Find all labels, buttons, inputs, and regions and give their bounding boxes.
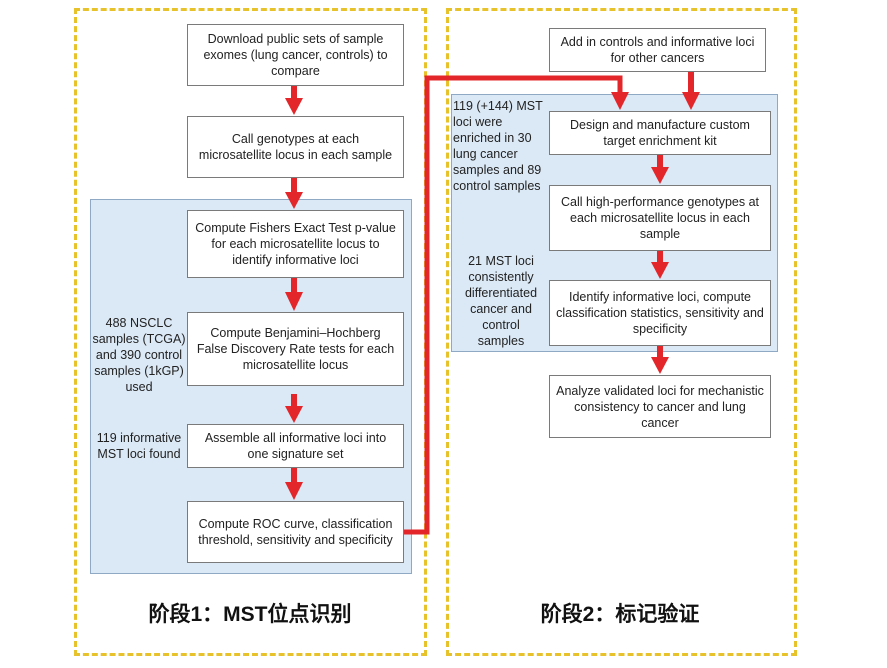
stage2-step-analyze-validated: Analyze validated loci for mechanistic c… (549, 375, 771, 438)
stage1-step-benjamini-hochberg: Compute Benjamini–Hochberg False Discove… (187, 312, 404, 386)
stage1-note-loci-found: 119 informative MST loci found (96, 431, 182, 461)
stage1-note-samples: 488 NSCLC samples (TCGA) and 390 control… (92, 316, 186, 394)
stage2-panel (446, 8, 797, 656)
arrow-s2-4 (651, 346, 669, 374)
arrow-s1-5 (285, 468, 303, 500)
arrow-s2-3 (651, 251, 669, 279)
stage2-note-differentiated: 21 MST loci consistently differentiated … (464, 254, 538, 348)
arrow-s2-2 (651, 155, 669, 184)
stage2-step-design-kit: Design and manufacture custom target enr… (549, 111, 771, 155)
arrow-stage-connector (404, 75, 629, 535)
stage2-step-identify-loci: Identify informative loci, compute class… (549, 280, 771, 346)
stage2-note-enriched: 119 (+144) MST loci were enriched in 30 … (453, 99, 543, 193)
stage2-title: 阶段2：标记验证 (540, 603, 700, 626)
arrow-s2-1 (682, 72, 700, 110)
stage1-step-download: Download public sets of sample exomes (l… (187, 24, 404, 86)
arrow-s1-2 (285, 178, 303, 209)
stage1-step-roc-curve: Compute ROC curve, classification thresh… (187, 501, 404, 563)
arrow-s1-3 (285, 278, 303, 311)
stage2-step-add-controls: Add in controls and informative loci for… (549, 28, 766, 72)
stage1-step-assemble-signature: Assemble all informative loci into one s… (187, 424, 404, 468)
arrow-s1-4 (285, 394, 303, 423)
stage1-step-call-genotypes: Call genotypes at each microsatellite lo… (187, 116, 404, 178)
stage1-step-fishers-test: Compute Fishers Exact Test p-value for e… (187, 210, 404, 278)
stage2-step-call-hp-genotypes: Call high-performance genotypes at each … (549, 185, 771, 251)
stage1-title: 阶段1：MST位点识别 (148, 603, 352, 626)
arrow-s1-1 (285, 86, 303, 115)
